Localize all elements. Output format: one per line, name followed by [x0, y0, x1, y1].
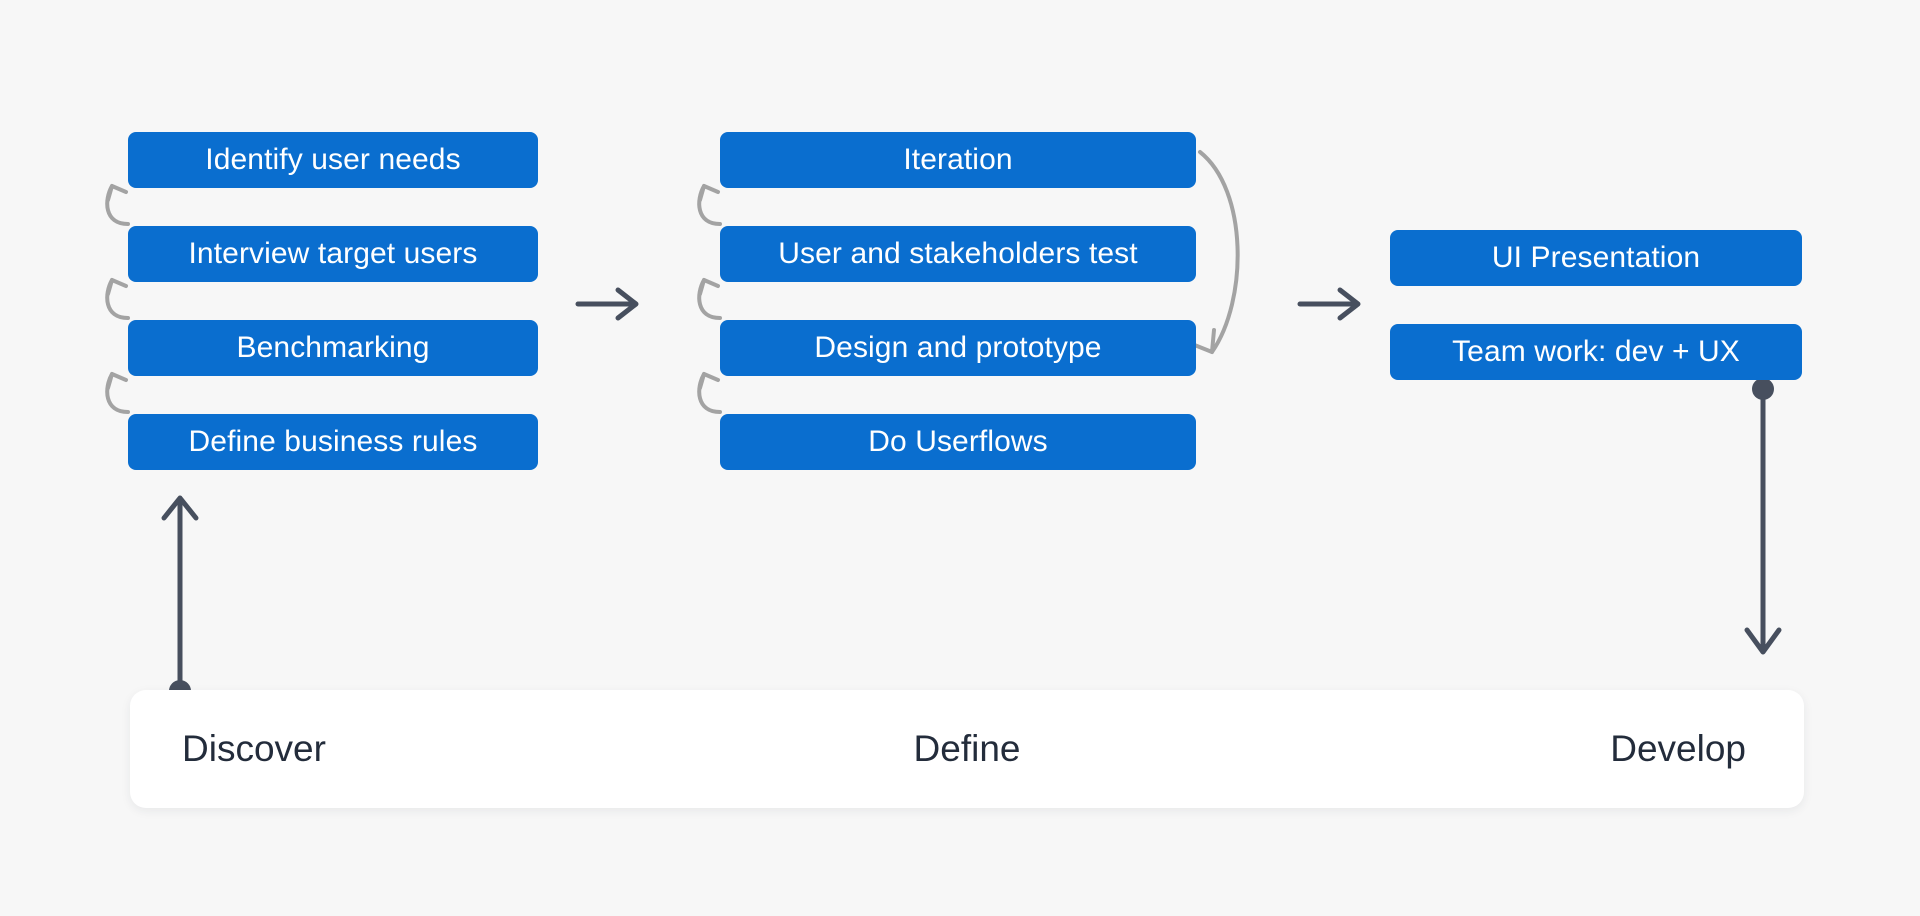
loop-arrow-up-icon [697, 184, 722, 226]
task-box-define-business-rules[interactable]: Define business rules [128, 414, 538, 470]
task-label: Team work: dev + UX [1452, 335, 1740, 368]
iteration-loop-arrow [1190, 150, 1240, 354]
loop-arrow-head [106, 184, 128, 202]
task-box-identify-user-needs[interactable]: Identify user needs [128, 132, 538, 188]
loop-arrow-head [698, 372, 720, 390]
phase-label-develop: Develop [1610, 728, 1746, 769]
phase-timeline-card: Discover Define Develop [130, 690, 1804, 808]
task-box-do-userflows[interactable]: Do Userflows [720, 414, 1196, 470]
task-label: Design and prototype [814, 331, 1102, 364]
task-label: Define business rules [188, 425, 478, 458]
task-box-ui-presentation[interactable]: UI Presentation [1390, 230, 1802, 286]
loop-arrow-head [698, 278, 720, 296]
loop-arrow-up-icon [697, 278, 722, 320]
stage-arrow-2 [1297, 287, 1361, 321]
task-box-benchmarking[interactable]: Benchmarking [128, 320, 538, 376]
task-label: User and stakeholders test [778, 237, 1138, 270]
task-label: UI Presentation [1491, 241, 1701, 274]
task-box-user-and-stakeholders-test[interactable]: User and stakeholders test [720, 226, 1196, 282]
loop-arrow-up-icon [105, 372, 130, 414]
loop-arrow-up-icon [697, 372, 722, 414]
task-label: Benchmarking [236, 331, 430, 364]
task-box-interview-target-users[interactable]: Interview target users [128, 226, 538, 282]
task-label: Identify user needs [205, 143, 461, 176]
loop-arrow-up-icon [105, 278, 130, 320]
phase-label-define: Define [913, 728, 1021, 769]
loop-arrow-head [106, 372, 128, 390]
phase-label-discover: Discover [182, 728, 326, 769]
entry-arrow-head [161, 495, 199, 521]
loop-arrow-up-icon [105, 184, 130, 226]
stage-arrow-1 [575, 287, 639, 321]
curved-arrow-down-icon [1198, 150, 1240, 354]
exit-connector-dot [1752, 378, 1774, 400]
task-box-team-work-dev-ux[interactable]: Team work: dev + UX [1390, 324, 1802, 380]
task-label: Iteration [903, 143, 1013, 176]
task-box-iteration[interactable]: Iteration [720, 132, 1196, 188]
arrow-right-head [1337, 287, 1361, 321]
task-label: Do Userflows [868, 425, 1048, 458]
loop-arrow-head [698, 184, 720, 202]
entry-connector [161, 495, 199, 691]
exit-connector [1744, 389, 1782, 655]
arrow-right-head [615, 287, 639, 321]
exit-arrow-head [1744, 627, 1782, 655]
loop-arrow-head [106, 278, 128, 296]
loop-arrows-discover [105, 184, 130, 414]
task-box-design-and-prototype[interactable]: Design and prototype [720, 320, 1196, 376]
loop-arrows-define [697, 184, 722, 414]
task-label: Interview target users [188, 237, 478, 270]
